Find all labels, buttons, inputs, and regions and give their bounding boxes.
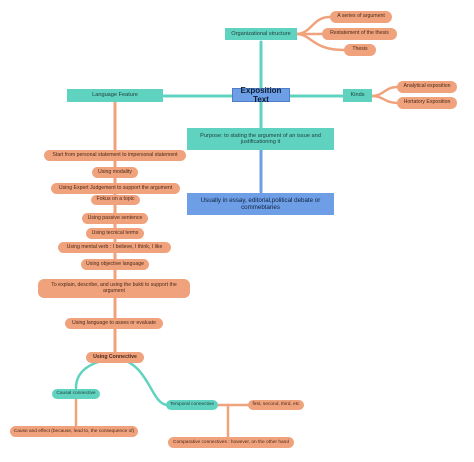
temporal-item-comparative[interactable]: Comparative connectives : however, on th… — [168, 437, 294, 448]
feature-label: Using Expert Judgement to support the ar… — [58, 184, 173, 191]
feature-label: To explain, describe, and using the bukt… — [51, 281, 177, 294]
feature-label: Fokus on a topic — [96, 196, 135, 203]
org-item-label: A series of argument — [337, 13, 385, 20]
usage-node[interactable]: Usually in essay, editorial,political de… — [187, 193, 334, 215]
temporal-item-label: first, second, third, etc — [252, 402, 300, 408]
feature-technical-terms[interactable]: Using tecnical terms — [86, 228, 144, 239]
root-label: Exposition Text — [240, 85, 282, 104]
organizational-structure-node[interactable]: Organizational structure — [225, 28, 297, 40]
purpose-label: Purpose: to stating the argument of an i… — [200, 132, 321, 145]
temporal-connective-label: Temporal connective — [170, 402, 214, 408]
org-item-restatement[interactable]: Restatement of the thesis — [322, 28, 397, 40]
causal-connective-label: Causal connective — [56, 391, 96, 397]
feature-modality[interactable]: Using modality — [92, 167, 138, 178]
feature-label: Using language to asses or evaluate — [72, 319, 156, 326]
kinds-label: Kinds — [350, 92, 365, 99]
feature-label: Start from personal statement to imperso… — [52, 151, 178, 158]
purpose-node[interactable]: Purpose: to stating the argument of an i… — [187, 128, 334, 150]
kind-label: Analytical exposition — [403, 83, 451, 90]
feature-asses-evaluate[interactable]: Using language to asses or evaluate — [65, 318, 163, 329]
org-item-label: Thesis — [352, 46, 368, 53]
organizational-structure-label: Organizational structure — [231, 30, 291, 37]
causal-item-cause-effect[interactable]: Cause and effect (because, lead to, the … — [10, 426, 138, 437]
kinds-node[interactable]: Kinds — [343, 89, 372, 102]
using-connective-label: Using Connective — [93, 353, 137, 360]
language-feature-label: Language Feature — [92, 92, 138, 99]
feature-explain-describe[interactable]: To explain, describe, and using the bukt… — [38, 279, 190, 298]
kind-label: Hortatory Exposition — [403, 99, 451, 106]
temporal-item-label: Comparative connectives : however, on th… — [173, 439, 289, 445]
feature-mental-verb[interactable]: Using mental verb : I believe, I think, … — [58, 242, 171, 253]
causal-item-label: Cause and effect (because, lead to, the … — [13, 428, 135, 434]
feature-label: Using tecnical terms — [91, 229, 139, 236]
feature-expert-judgement[interactable]: Using Expert Judgement to support the ar… — [51, 183, 180, 194]
org-item-series-of-argument[interactable]: A series of argument — [330, 11, 392, 23]
feature-label: Using mental verb : I believe, I think, … — [66, 243, 163, 250]
feature-objective-language[interactable]: Using objective language — [81, 259, 149, 270]
feature-passive-sentence[interactable]: Using passive sentence — [82, 213, 148, 224]
org-item-label: Restatement of the thesis — [330, 30, 389, 37]
kind-analytical[interactable]: Analytical exposition — [397, 81, 457, 93]
root-node[interactable]: Exposition Text — [232, 85, 290, 104]
org-item-thesis[interactable]: Thesis — [344, 44, 376, 56]
feature-personal-to-impersonal[interactable]: Start from personal statement to imperso… — [44, 150, 186, 161]
feature-label: Using modality — [97, 168, 133, 175]
using-connective-node[interactable]: Using Connective — [86, 352, 144, 363]
usage-label: Usually in essay, editorial,political de… — [200, 196, 321, 211]
kind-hortatory[interactable]: Hortatory Exposition — [397, 97, 457, 109]
temporal-connective-node[interactable]: Temporal connective — [166, 400, 218, 410]
causal-connective-node[interactable]: Causal connective — [52, 389, 100, 399]
language-feature-node[interactable]: Language Feature — [67, 89, 163, 102]
temporal-item-first-second[interactable]: first, second, third, etc — [248, 400, 304, 410]
feature-fokus-on-topic[interactable]: Fokus on a topic — [91, 195, 140, 205]
feature-label: Using passive sentence — [87, 214, 143, 221]
feature-label: Using objective language — [86, 260, 144, 267]
